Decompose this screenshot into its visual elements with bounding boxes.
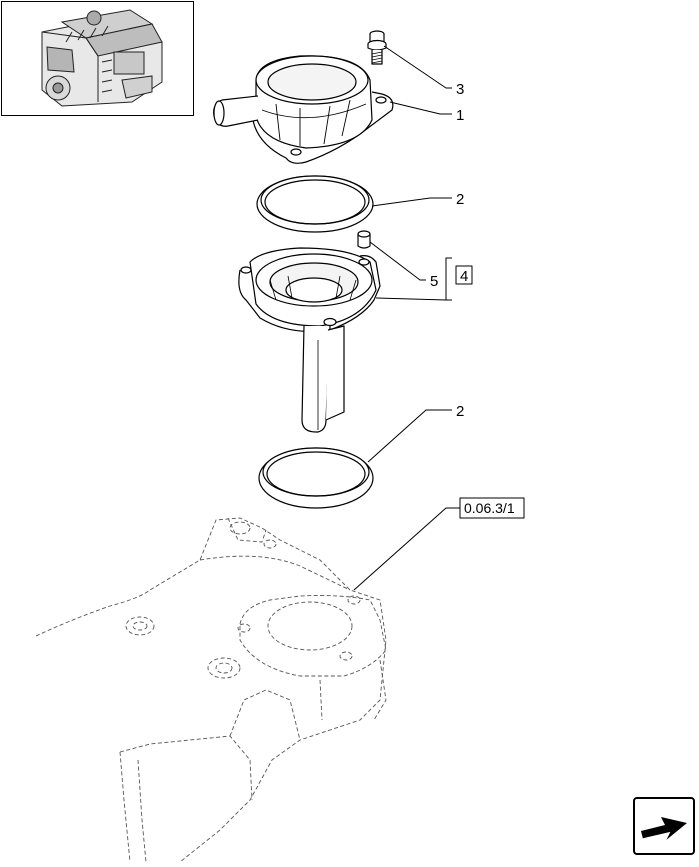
seal-ring-upper-part [256, 175, 374, 233]
reference-box[interactable] [459, 497, 525, 519]
callout-cover: 1 [456, 107, 464, 124]
callout-kit: 4 [460, 268, 468, 285]
seal-ring-lower-part [258, 447, 374, 509]
separator-housing-part [238, 247, 381, 433]
callout-seal-lower: 2 [456, 403, 464, 420]
callout-bolt: 3 [456, 81, 464, 98]
breather-cover-part [213, 55, 394, 164]
callout-seal-upper: 2 [456, 191, 464, 208]
callout-dowel: 5 [430, 273, 438, 290]
bolt-part [367, 30, 387, 65]
kit-number-box [455, 265, 473, 285]
dowel-part [357, 230, 371, 249]
reference-label[interactable]: 0.06.3/1 [464, 500, 515, 516]
leader-lines [353, 45, 460, 591]
engine-head-phantom [35, 517, 387, 863]
next-page-button[interactable] [633, 797, 695, 855]
next-page-arrow-icon [641, 817, 687, 842]
engine-icon [41, 9, 163, 107]
engine-thumbnail [1, 1, 194, 116]
